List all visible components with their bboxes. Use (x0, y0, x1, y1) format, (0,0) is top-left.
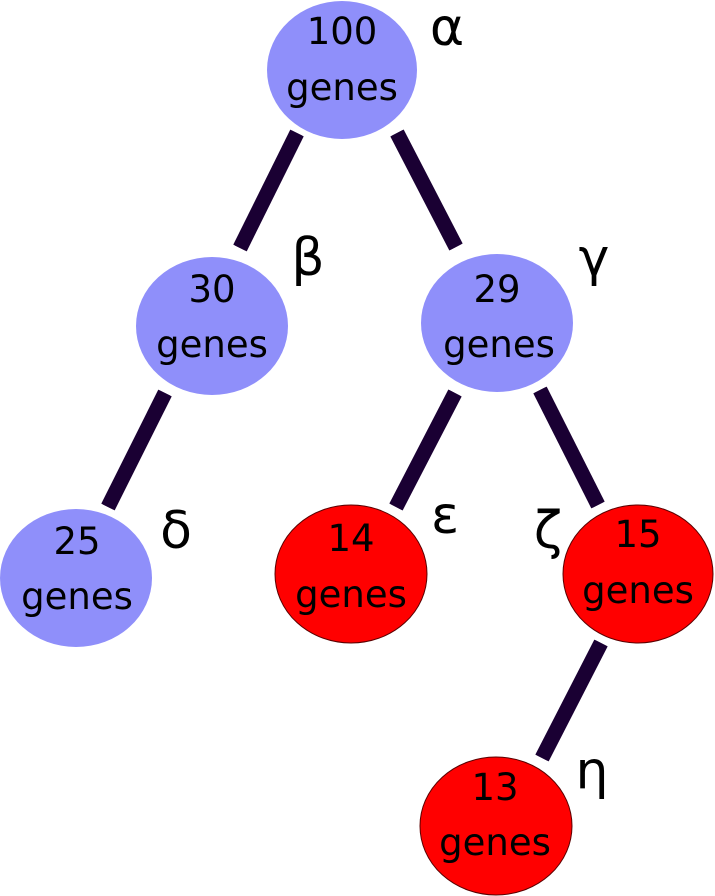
edge-alpha-beta (233, 129, 304, 252)
node-alpha-unit: genes (286, 66, 398, 109)
node-eta: 13 genes η (419, 741, 609, 896)
node-beta-circle (136, 257, 288, 395)
node-epsilon-letter: ε (431, 486, 459, 546)
node-delta-letter: δ (160, 501, 192, 561)
node-eta-count: 13 (471, 766, 518, 809)
node-gamma-unit: genes (443, 323, 555, 366)
node-alpha-circle (267, 1, 417, 139)
node-epsilon: 14 genes ε (274, 486, 459, 644)
node-gamma-letter: γ (579, 228, 610, 288)
node-delta-circle (0, 509, 152, 647)
node-epsilon-unit: genes (295, 573, 407, 616)
node-beta-count: 30 (188, 268, 235, 311)
node-delta: 25 genes δ (0, 501, 192, 647)
node-beta-letter: β (291, 228, 324, 288)
node-eta-circle (419, 756, 573, 896)
node-epsilon-count: 14 (327, 517, 374, 560)
node-zeta: 15 genes ζ (534, 501, 714, 644)
node-gamma: 29 genes γ (421, 228, 609, 392)
node-gamma-count: 29 (473, 268, 520, 311)
edge-gamma-epsilon (389, 389, 462, 511)
node-eta-letter: η (576, 741, 609, 801)
node-alpha-count: 100 (307, 10, 378, 53)
node-gamma-circle (421, 254, 573, 392)
node-eta-unit: genes (439, 821, 551, 864)
edge-alpha-gamma (390, 129, 463, 251)
edge-gamma-zeta (533, 386, 605, 509)
node-zeta-count: 15 (614, 513, 661, 556)
edge-beta-delta (101, 389, 172, 511)
node-epsilon-circle (274, 504, 428, 644)
edge-zeta-eta (535, 639, 608, 762)
tree-edges (101, 129, 608, 762)
node-zeta-circle (562, 504, 714, 644)
node-beta-unit: genes (156, 323, 268, 366)
node-alpha-letter: α (430, 0, 464, 58)
node-zeta-letter: ζ (534, 501, 562, 561)
node-delta-count: 25 (53, 520, 100, 563)
node-zeta-unit: genes (582, 569, 694, 612)
node-alpha: 100 genes α (267, 0, 464, 139)
node-beta: 30 genes β (136, 228, 325, 395)
node-delta-unit: genes (21, 575, 133, 618)
